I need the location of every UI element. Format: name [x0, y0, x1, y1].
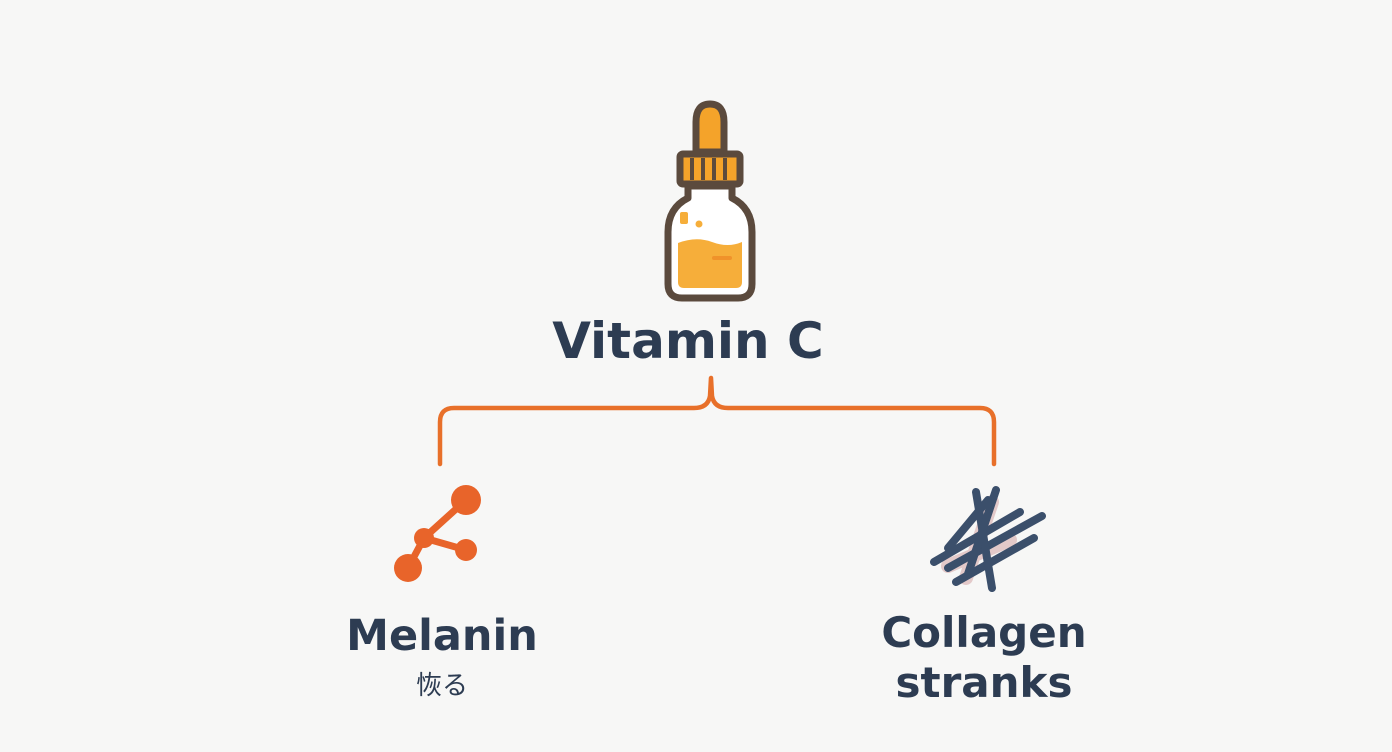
dropper-bulb	[692, 100, 728, 156]
liquid-highlight	[712, 256, 732, 260]
molecule-icon	[394, 485, 481, 582]
serum-liquid	[678, 239, 742, 288]
root-label: Vitamin C	[552, 312, 824, 370]
collagen-label: Collagen stranks	[834, 608, 1134, 708]
bracket-connector	[437, 375, 997, 467]
melanin-sublabel: 恢る	[415, 671, 468, 701]
collagen-label-line2: stranks	[895, 658, 1073, 707]
melanin-label: Melanin	[346, 611, 538, 661]
bottle-collar	[676, 150, 744, 188]
bottle-highlight-dot	[695, 220, 703, 228]
collar-ridges	[690, 158, 727, 180]
collagen-strands-icon	[930, 486, 1046, 592]
serum-dropper-bottle-icon	[664, 100, 756, 302]
bottle-highlight	[680, 212, 688, 224]
collagen-label-line1: Collagen	[881, 608, 1087, 657]
